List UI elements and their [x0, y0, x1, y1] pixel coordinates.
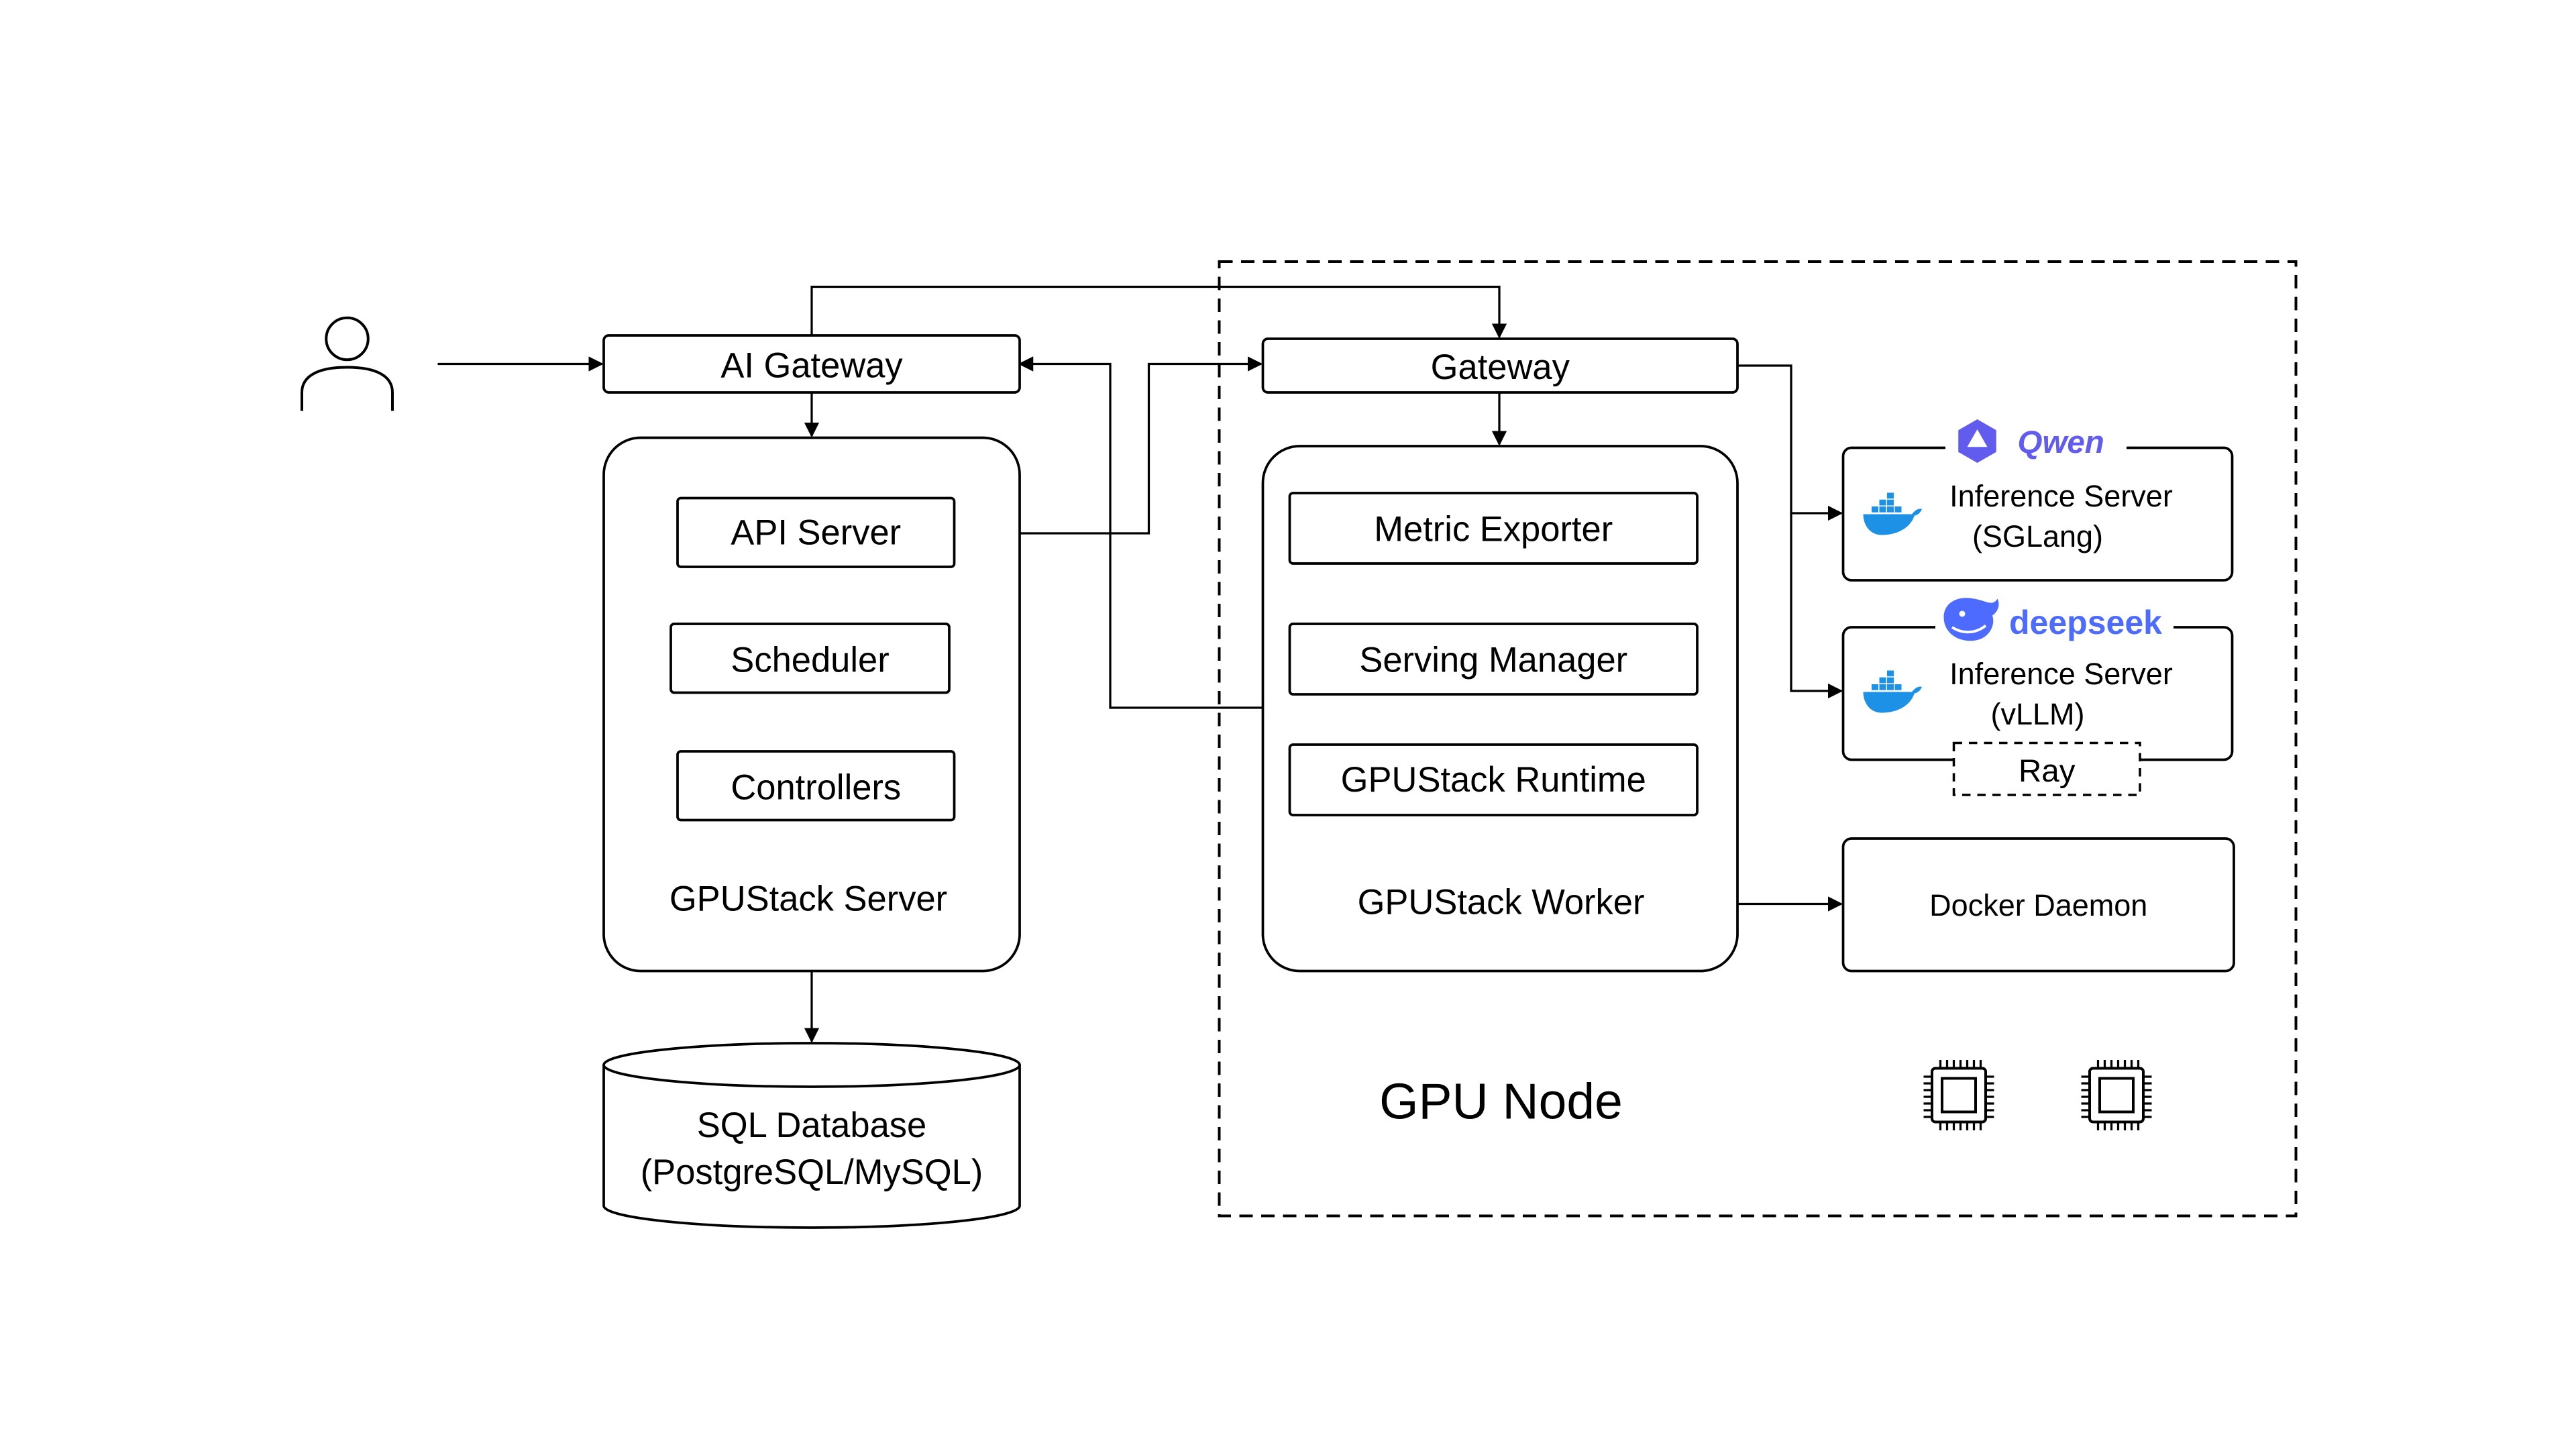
worker-to-ai-gateway-arrow — [1018, 356, 1263, 709]
vllm-server-label-line1: Inference Server — [1949, 657, 2173, 691]
inference-server-vllm-box: deepseek Inference Server (vLLM) Ray — [1841, 598, 2234, 796]
gpustack-worker-title: GPUStack Worker — [1358, 883, 1645, 922]
database-label-line2: (PostgreSQL/MySQL) — [641, 1152, 983, 1192]
sglang-server-label-line2: (SGLang) — [1972, 519, 2103, 553]
metric-exporter-label: Metric Exporter — [1374, 509, 1613, 549]
gpu-node-title: GPU Node — [1379, 1073, 1623, 1130]
gateway-label: Gateway — [1431, 347, 1570, 387]
qwen-logo-icon — [1958, 419, 1996, 463]
gpustack-runtime-label: GPUStack Runtime — [1341, 760, 1646, 800]
api-server-label: API Server — [731, 513, 901, 552]
gpustack-server-box: API Server Scheduler Controllers GPUStac… — [602, 436, 1021, 973]
controllers-label: Controllers — [731, 767, 901, 807]
ai-gateway-to-gateway-arrow — [810, 285, 1507, 339]
ai-gateway-box: AI Gateway — [602, 334, 1021, 394]
gpu-node-container — [1218, 260, 2298, 1218]
serving-manager-box — [1288, 623, 1699, 696]
serving-manager-label: Serving Manager — [1359, 640, 1627, 680]
connectors — [437, 285, 1843, 1043]
gpustack-worker-box: Metric Exporter Serving Manager GPUStack… — [1261, 445, 1739, 973]
gpustack-runtime-box — [1288, 743, 1699, 816]
inference-server-sglang-box: Qwen Inference Server (SGLang) — [1841, 419, 2234, 582]
gpustack-server-title: GPUStack Server — [669, 879, 947, 919]
scheduler-box — [669, 623, 951, 694]
gateway-to-sglang-arrow — [1737, 364, 1843, 521]
gpu-chip-icon — [2080, 1059, 2153, 1132]
qwen-brand-label: Qwen — [2018, 425, 2104, 460]
sglang-server-label-line1: Inference Server — [1949, 479, 2173, 513]
docker-daemon-label: Docker Daemon — [1929, 888, 2147, 922]
ray-box — [1952, 741, 2141, 796]
database-label-line1: SQL Database — [697, 1106, 926, 1145]
ray-label: Ray — [2019, 753, 2076, 789]
gateway-to-vllm-arrow — [1790, 513, 1843, 699]
controllers-box — [676, 750, 956, 822]
gateway-box: Gateway — [1261, 337, 1739, 394]
sql-database-cylinder: SQL Database (PostgreSQL/MySQL) — [602, 1042, 1021, 1229]
scheduler-label: Scheduler — [731, 640, 889, 680]
api-server-to-gateway-arrow — [954, 356, 1263, 535]
gpu-chip-icon — [1922, 1059, 1996, 1132]
metric-exporter-box — [1288, 492, 1699, 565]
deepseek-whale-icon — [1943, 598, 1999, 641]
ai-gateway-label: AI Gateway — [720, 346, 903, 386]
deepseek-brand-label: deepseek — [2009, 604, 2162, 641]
api-server-box — [676, 496, 956, 568]
user-icon — [301, 316, 394, 411]
docker-daemon-box: Docker Daemon — [1841, 837, 2235, 973]
vllm-server-label-line2: (vLLM) — [1990, 697, 2084, 731]
